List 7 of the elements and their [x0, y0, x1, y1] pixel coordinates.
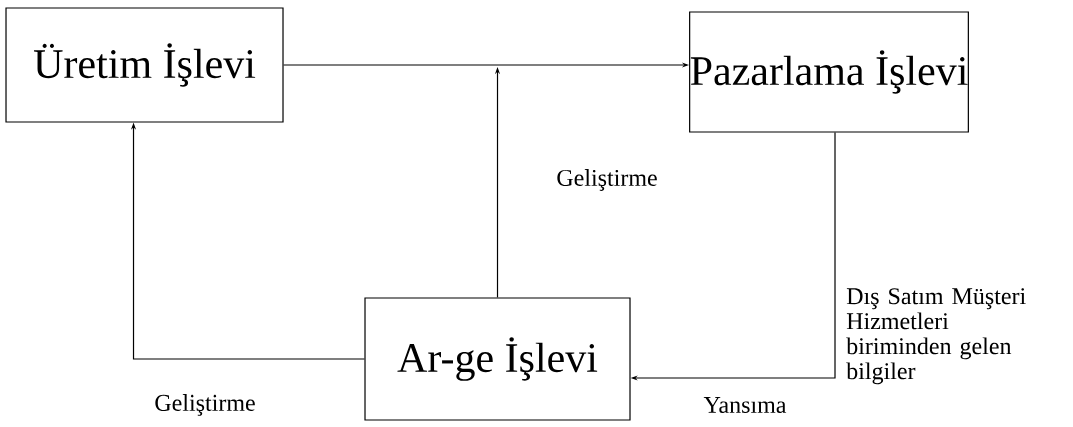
note-text: Dış Satım Müşteri Hizmetleri biriminden gelen bilgiler [846, 288, 1026, 385]
edge-label: Geliştirme [153, 393, 257, 417]
process-box: Üretim İşlevi [5, 7, 284, 123]
process-box: Ar-ge İşlevi [364, 297, 631, 421]
edge-label: Geliştirme [555, 168, 659, 192]
process-box: Pazarlama İşlevi [689, 11, 969, 133]
edge-label: Yansıma [702, 396, 788, 414]
